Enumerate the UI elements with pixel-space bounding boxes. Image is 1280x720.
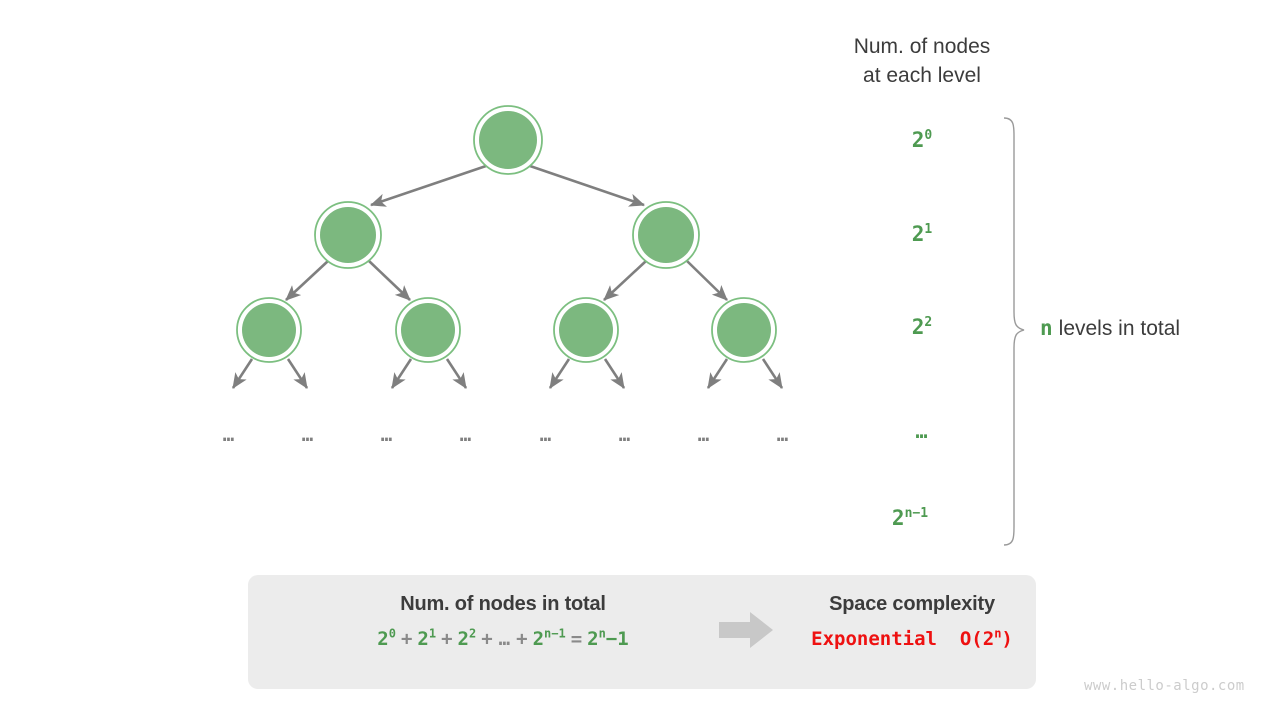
- tree-stub-arrows: [231, 358, 784, 389]
- complexity-exponent: n: [994, 626, 1002, 641]
- formula-op-plus-4: +: [516, 628, 528, 650]
- formula-term-2: 22: [457, 626, 477, 650]
- tree-stub-arrow: [548, 358, 571, 389]
- level-count-base: 2: [891, 506, 905, 530]
- level-count-exponent: n−1: [904, 506, 929, 521]
- space-complexity-section: Space complexity Exponential O(2n): [802, 593, 1022, 650]
- tree-node-root[interactable]: [473, 105, 543, 175]
- tree-node-level2-b[interactable]: [395, 297, 461, 363]
- tree-stub-arrow: [603, 358, 626, 389]
- level-count-label-1: 21: [862, 222, 982, 246]
- tree-edge: [370, 164, 487, 207]
- level-count-base: 2: [911, 222, 925, 246]
- tree-node-level2-c[interactable]: [553, 297, 619, 363]
- tree-ellipsis-0: …: [222, 424, 236, 446]
- tree-edge: [529, 164, 645, 207]
- tree-ellipsis-4: …: [539, 424, 553, 446]
- formula-op-plus-3: +: [481, 628, 493, 650]
- tree-stub-arrow: [286, 358, 309, 389]
- tree-stub-arrow: [706, 358, 729, 389]
- total-levels-text: levels in total: [1058, 317, 1181, 340]
- complexity-label: Exponential: [811, 628, 937, 650]
- tree-ellipsis-6: …: [697, 424, 711, 446]
- level-count-base: 2: [911, 315, 925, 339]
- level-count-label-last: 2n−1: [850, 506, 970, 530]
- tree-stub-arrow: [231, 358, 254, 389]
- level-count-exponent: 2: [924, 315, 933, 330]
- tree-ellipsis-5: …: [618, 424, 632, 446]
- level-count-label-ellipsis: …: [862, 419, 982, 443]
- levels-brace: [1003, 117, 1025, 546]
- tree-edge: [686, 260, 728, 301]
- formula-ellipsis: …: [498, 628, 511, 650]
- level-count-label-2: 22: [862, 315, 982, 339]
- tree-node-level1-left[interactable]: [314, 201, 382, 269]
- total-levels-variable: n: [1040, 316, 1053, 340]
- tree-ellipsis-2: …: [380, 424, 394, 446]
- total-nodes-heading: Num. of nodes in total: [400, 593, 606, 615]
- space-complexity-value: Exponential O(2n): [802, 628, 1022, 650]
- total-nodes-formula: 20+21+22+…+2n−1=2n−1: [268, 628, 738, 650]
- total-nodes-section: Num. of nodes in total 20+21+22+…+2n−1=2…: [268, 593, 738, 650]
- tree-ellipsis-3: …: [459, 424, 473, 446]
- tree-node-level2-a[interactable]: [236, 297, 302, 363]
- formula-op-plus-1: +: [400, 628, 413, 650]
- tree-nodes: [236, 105, 777, 363]
- tree-stub-arrow: [390, 358, 413, 389]
- formula-op-equals: =: [570, 628, 583, 650]
- formula-result: 2n−1: [587, 626, 629, 650]
- level-count-label-0: 20: [862, 128, 982, 152]
- tree-edge: [603, 260, 647, 301]
- tree-edges: [285, 164, 728, 301]
- tree-ellipsis-7: …: [776, 424, 790, 446]
- formula-term-last: 2n−1: [532, 626, 566, 650]
- summary-panel: Num. of nodes in total 20+21+22+…+2n−1=2…: [248, 575, 1036, 689]
- formula-op-plus-2: +: [441, 628, 453, 650]
- formula-term-0: 20: [377, 626, 396, 650]
- tree-ellipsis-1: …: [301, 424, 315, 446]
- tree-node-level2-d[interactable]: [711, 297, 777, 363]
- level-count-exponent: 1: [924, 222, 933, 237]
- formula-term-1: 21: [417, 626, 437, 650]
- level-count-base: 2: [911, 128, 925, 152]
- level-count-base: …: [915, 419, 929, 443]
- space-complexity-heading: Space complexity: [829, 593, 995, 615]
- complexity-close-paren: ): [1001, 628, 1013, 650]
- tree-edge: [368, 260, 411, 301]
- tree-node-level1-right[interactable]: [632, 201, 700, 269]
- tree-stub-arrow: [761, 358, 784, 389]
- tree-stub-arrow: [445, 358, 468, 389]
- tree-edge: [285, 260, 329, 301]
- right-block-arrow-icon: [719, 612, 773, 648]
- legend-title: Num. of nodes at each level: [853, 35, 991, 87]
- complexity-notation: O(2: [959, 628, 995, 650]
- watermark: www.hello-algo.com: [1084, 678, 1245, 694]
- level-count-exponent: 0: [924, 128, 933, 143]
